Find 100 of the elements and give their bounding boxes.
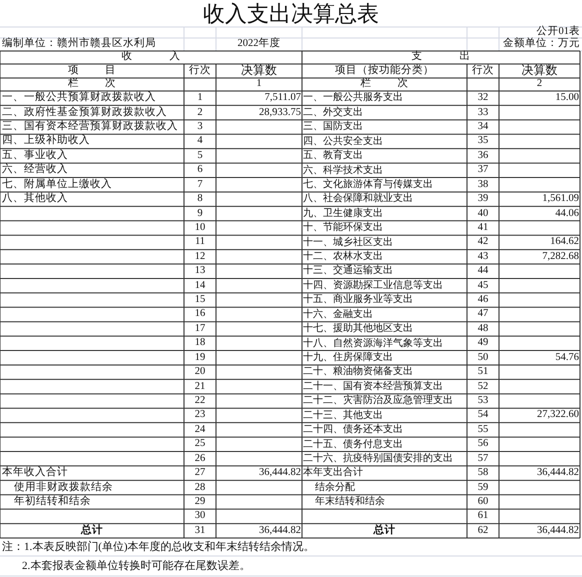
unit-label: 编制单位：赣州市赣县区水利局	[2, 38, 156, 50]
row-number: 49	[478, 337, 488, 350]
section-header: 支出	[412, 51, 508, 64]
amount-value: 36,444.82	[537, 467, 579, 480]
section-header: 收入	[122, 51, 218, 64]
row-number: 1	[197, 92, 203, 104]
expense-item: 十七、援助其他地区支出	[303, 323, 413, 335]
row-number: 14	[194, 280, 206, 292]
row-number: 59	[478, 482, 488, 494]
row-number: 45	[478, 280, 488, 292]
column-header: 决算数	[522, 64, 558, 78]
row-number: 18	[194, 337, 206, 350]
row-number: 43	[478, 250, 488, 263]
note-text: 注：1.本表反映部门(单位)本年度的总收支和年末结转结余情况。	[2, 541, 315, 554]
expense-item: 二十一、国有资本经营预算支出	[303, 380, 443, 392]
expense-item: 十一、城乡社区支出	[303, 236, 393, 248]
row-number: 21	[194, 380, 206, 393]
expense-item: 二十二、灾害防治及应急管理支出	[303, 395, 453, 407]
note-text: 2.本套报表金额单位转换时可能存在尾数误差。	[22, 560, 250, 573]
expense-item: 十六、金融支出	[303, 308, 373, 320]
expense-item: 九、卫生健康支出	[303, 208, 383, 220]
row-number: 12	[194, 250, 206, 263]
expense-item: 五、教育支出	[303, 150, 363, 162]
expense-item: 本年支出合计	[303, 467, 363, 479]
expense-item: 十三、交通运输支出	[303, 265, 393, 277]
row-number: 39	[478, 193, 488, 206]
income-item: 使用非财政拨款结余	[14, 482, 113, 494]
row-number: 38	[478, 178, 488, 191]
amount-value: 28,933.75	[259, 106, 301, 119]
row-number: 35	[478, 135, 488, 148]
total-label: 总计	[374, 524, 396, 537]
row-number: 62	[478, 524, 488, 537]
row-number: 60	[478, 496, 488, 508]
expense-item: 二十三、其他支出	[303, 410, 383, 422]
amount-value: 164.62	[550, 236, 579, 248]
row-number: 57	[478, 452, 488, 465]
row-number: 8	[197, 193, 203, 206]
amount-value: 36,444.82	[259, 467, 301, 480]
row-number: 27	[194, 467, 206, 480]
row-number: 50	[478, 352, 488, 364]
expense-item: 二十、粮油物资储备支出	[303, 366, 413, 378]
row-number: 52	[478, 380, 488, 393]
income-item: 一、一般公共预算财政拨款收入	[2, 92, 156, 104]
column-index-label: 栏次	[360, 78, 435, 91]
column-header: 决算数	[241, 64, 277, 78]
row-number: 9	[197, 208, 203, 220]
row-number: 26	[194, 452, 206, 465]
amount-value: 54.76	[555, 352, 579, 364]
expense-item: 三、国防支出	[303, 121, 363, 133]
row-number: 37	[478, 164, 488, 176]
amount-value: 36,444.82	[537, 524, 579, 537]
income-item: 七、附属单位上缴收入	[2, 178, 112, 191]
income-item: 四、上级补助收入	[2, 135, 90, 148]
column-header: 行次	[472, 64, 494, 78]
amount-value: 36,444.82	[259, 524, 301, 537]
column-index-value: 2	[536, 78, 542, 91]
row-number: 56	[478, 438, 488, 450]
row-number: 54	[478, 409, 488, 422]
row-number: 47	[478, 308, 488, 321]
row-number: 19	[194, 352, 206, 364]
row-number: 48	[478, 322, 488, 335]
row-number: 6	[197, 164, 203, 176]
row-number: 7	[197, 178, 203, 191]
row-number: 58	[478, 467, 488, 480]
row-number: 10	[194, 222, 206, 234]
expense-item: 结余分配	[315, 482, 355, 494]
column-header: 项目	[68, 64, 142, 78]
row-number: 24	[194, 424, 206, 436]
expense-item: 六、科学技术支出	[303, 164, 383, 176]
amount-value: 27,322.60	[537, 409, 579, 422]
row-number: 25	[194, 438, 206, 450]
expense-item: 十九、住房保障支出	[303, 352, 393, 364]
income-item: 五、事业收入	[2, 150, 68, 162]
column-header: 行次	[189, 64, 211, 78]
income-item: 六、经营收入	[2, 164, 68, 176]
total-label: 总计	[81, 524, 103, 537]
column-index-label: 栏次	[68, 78, 142, 91]
row-number: 11	[194, 236, 206, 248]
row-number: 55	[478, 424, 488, 436]
row-number: 16	[194, 308, 206, 321]
form-number: 公开01表	[536, 26, 580, 38]
row-number: 31	[194, 524, 206, 537]
row-number: 44	[478, 265, 488, 278]
row-number: 32	[478, 92, 488, 104]
row-number: 28	[194, 482, 206, 494]
row-number: 23	[194, 409, 206, 422]
amount-value: 7,511.07	[264, 92, 301, 104]
expense-item: 十八、自然资源海洋气象等支出	[303, 338, 443, 350]
row-number: 33	[478, 106, 488, 119]
row-number: 51	[478, 366, 488, 378]
row-number: 3	[197, 121, 203, 134]
currency-unit-label: 金额单位：万元	[503, 38, 580, 51]
row-number: 53	[478, 394, 488, 408]
income-item: 三、国有资本经营预算财政拨款收入	[2, 121, 178, 134]
expense-item: 十二、农林水支出	[303, 251, 383, 263]
expense-item: 二十五、债务付息支出	[303, 438, 403, 450]
row-number: 5	[197, 150, 203, 162]
row-number: 42	[478, 236, 488, 248]
expense-item: 十五、商业服务业等支出	[303, 294, 413, 306]
expense-item: 年末结转和结余	[315, 496, 385, 508]
